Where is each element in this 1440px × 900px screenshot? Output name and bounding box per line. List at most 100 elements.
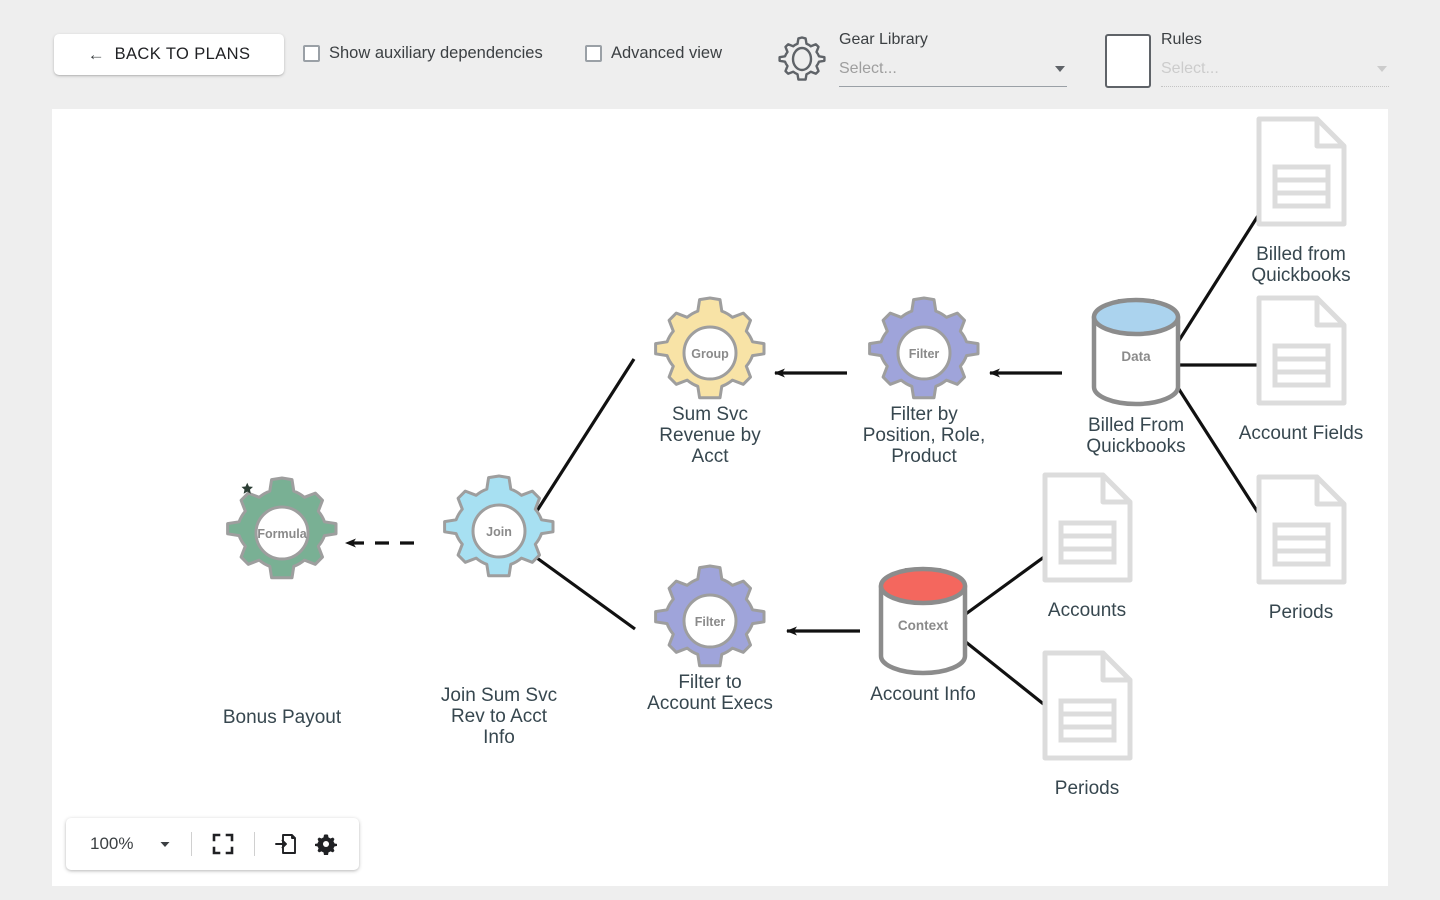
node-label-line-1: Billed From <box>1088 415 1184 436</box>
document-table-rows <box>1275 535 1328 554</box>
edge-filter-execs-to-join <box>518 543 636 631</box>
node-label: Accounts <box>1048 600 1126 621</box>
rules-box-icon <box>1105 34 1151 88</box>
document-fold-icon <box>1314 477 1344 507</box>
back-to-plans-label: BACK TO PLANS <box>114 45 251 63</box>
gear-kind-label: Filter <box>695 615 726 629</box>
star-icon <box>241 482 253 494</box>
rules-select: Select... <box>1161 59 1389 87</box>
node-label-line-3: Info <box>483 727 515 748</box>
checkbox-label: Show auxiliary dependencies <box>329 44 543 62</box>
gear-hub <box>682 325 738 381</box>
checkbox-show-auxiliary-dependencies[interactable]: Show auxiliary dependencies <box>303 44 543 63</box>
node-label: Periods <box>1269 602 1333 623</box>
cylinder-body <box>878 583 968 676</box>
checkbox-box-icon[interactable] <box>585 45 602 62</box>
gear-library-selector: Gear Library Select... <box>775 30 1067 87</box>
node-label: Account Fields <box>1239 423 1364 444</box>
document-table-rows <box>1061 711 1114 730</box>
document-table-icon <box>1058 520 1117 565</box>
gear-library-select[interactable]: Select... <box>839 59 1067 87</box>
dependency-graph: Formula Bonus Payout Join Join Sum Svc R… <box>223 116 1364 799</box>
node-doc-account-fields[interactable]: Account Fields <box>1239 295 1364 444</box>
node-doc-billed-from-quickbooks[interactable]: Billed from Quickbooks <box>1251 116 1351 286</box>
zoom-level-dropdown[interactable]: 100% <box>80 828 179 860</box>
fit-to-screen-button[interactable] <box>204 825 242 863</box>
back-to-plans-button[interactable]: ← BACK TO PLANS <box>54 34 284 75</box>
document-table-icon <box>1272 522 1331 567</box>
node-label-line-2: Rev to Acct <box>451 706 548 727</box>
zoom-toolbar: 100% <box>66 818 360 870</box>
zoom-level-value: 100% <box>90 834 134 853</box>
node-join-sum-svc[interactable]: Join Join Sum Svc Rev to Acct Info <box>441 474 557 748</box>
document-table-rows <box>1061 533 1114 552</box>
gear-outline-icon <box>778 36 826 81</box>
node-filter-account-execs[interactable]: Filter Filter to Account Execs <box>647 564 773 714</box>
chevron-down-icon <box>160 842 170 847</box>
checkbox-advanced-view[interactable]: Advanced view <box>585 44 722 63</box>
document-fold-icon <box>1100 653 1130 683</box>
document-table-icon <box>1058 698 1117 743</box>
checkbox-label: Advanced view <box>611 44 722 62</box>
fit-to-screen-icon <box>213 833 234 855</box>
node-label-line-2: Quickbooks <box>1086 436 1185 457</box>
node-doc-periods-bottom[interactable]: Periods <box>1042 650 1133 799</box>
chevron-down-icon <box>1377 66 1387 72</box>
rules-caption: Rules <box>1161 31 1202 48</box>
gear-library-caption: Gear Library <box>839 31 928 48</box>
node-sum-svc-revenue[interactable]: Group Sum Svc Revenue by Acct <box>654 296 766 467</box>
document-table-icon <box>1272 164 1331 209</box>
node-label-line-1: Filter by <box>890 404 958 425</box>
cylinder-body <box>1091 314 1181 407</box>
rules-placeholder: Select... <box>1161 60 1219 77</box>
node-label: Bonus Payout <box>223 707 342 728</box>
toolbar-divider <box>191 832 193 856</box>
edge-sum-svc-to-join <box>517 358 636 540</box>
cylinder-kind-label: Context <box>898 618 949 633</box>
document-table-rows <box>1275 177 1328 196</box>
node-label-line-2: Account Execs <box>647 693 773 714</box>
top-toolbar: ← BACK TO PLANS Show auxiliary dependenc… <box>0 0 1440 109</box>
node-label-line-2: Quickbooks <box>1251 265 1350 286</box>
node-filter-position-role-product[interactable]: Filter Filter by Position, Role, Product <box>863 296 986 467</box>
node-billed-from-quickbooks-data[interactable]: Data Billed From Quickbooks <box>1086 297 1186 457</box>
node-account-info-context[interactable]: Context Account Info <box>870 566 976 705</box>
settings-button[interactable] <box>307 825 345 863</box>
rules-selector: Rules Select... <box>1105 30 1389 88</box>
arrow-left-icon: ← <box>87 45 105 64</box>
node-label-line-3: Product <box>891 446 957 467</box>
node-label-line-3: Acct <box>692 446 730 467</box>
node-label-line-2: Position, Role, <box>863 425 986 446</box>
node-label: Account Info <box>870 684 976 705</box>
document-table-rows <box>1275 356 1328 375</box>
gear-hub <box>471 503 527 559</box>
gear-hub <box>682 593 738 649</box>
node-label-line-2: Revenue by <box>659 425 761 446</box>
gear-hub <box>896 325 952 381</box>
checkbox-box-icon[interactable] <box>303 45 320 62</box>
node-bonus-payout[interactable]: Formula Bonus Payout <box>223 476 342 728</box>
diagram-canvas[interactable]: Formula Bonus Payout Join Join Sum Svc R… <box>52 109 1388 886</box>
gear-kind-label: Formula <box>257 527 307 541</box>
chevron-down-icon[interactable] <box>1055 66 1065 72</box>
node-label-line-1: Join Sum Svc <box>441 685 557 706</box>
node-label: Periods <box>1055 778 1119 799</box>
document-fold-icon <box>1100 475 1130 505</box>
node-label-line-1: Filter to <box>678 672 741 693</box>
node-doc-periods-right[interactable]: Periods <box>1256 474 1347 623</box>
cylinder-top <box>878 566 968 606</box>
toolbar-divider <box>254 832 256 856</box>
gear-kind-label: Join <box>486 525 512 539</box>
node-label-line-1: Billed from <box>1256 244 1346 265</box>
gear-kind-label: Group <box>691 347 729 361</box>
node-doc-accounts[interactable]: Accounts <box>1042 472 1133 621</box>
export-document-icon <box>275 834 297 854</box>
document-table-icon <box>1272 343 1331 388</box>
document-fold-icon <box>1314 119 1344 149</box>
cylinder-top <box>1091 297 1181 337</box>
gear-kind-label: Filter <box>909 347 940 361</box>
gear-hub <box>254 505 310 561</box>
export-document-button[interactable] <box>267 825 305 863</box>
node-label-line-1: Sum Svc <box>672 404 748 425</box>
document-fold-icon <box>1314 298 1344 328</box>
